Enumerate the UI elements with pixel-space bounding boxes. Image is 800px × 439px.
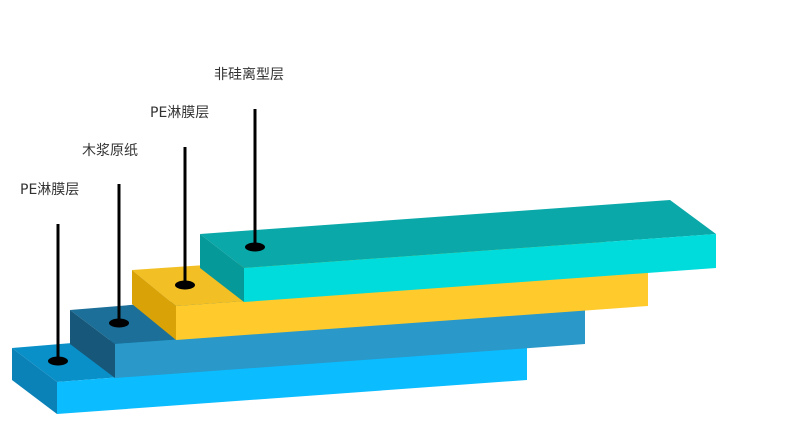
layer-4-left-face bbox=[200, 234, 244, 302]
pointer-layer-4 bbox=[245, 109, 265, 252]
layer-2-front-face bbox=[115, 310, 585, 378]
layer-1-front-face bbox=[57, 346, 527, 414]
layer-3-front-face bbox=[176, 272, 648, 340]
label-layer-3: PE淋膜层 bbox=[150, 105, 209, 121]
pointer-dot-3 bbox=[175, 280, 195, 290]
layer-non-silicone-release bbox=[200, 200, 716, 302]
layer-2-left-face bbox=[70, 310, 115, 378]
label-layer-1: PE淋膜层 bbox=[20, 182, 79, 198]
label-layer-4: 非硅离型层 bbox=[214, 66, 284, 83]
label-layer-2: 木浆原纸 bbox=[82, 143, 138, 159]
layer-4-top-face bbox=[200, 200, 716, 268]
layer-1-left-face bbox=[12, 348, 57, 414]
pointer-layer-2 bbox=[109, 184, 129, 328]
pointer-layer-1 bbox=[48, 224, 68, 366]
pointer-dot-4 bbox=[245, 242, 265, 252]
pointer-dot-1 bbox=[48, 356, 68, 366]
layer-4-front-face bbox=[244, 234, 716, 302]
pointer-dot-2 bbox=[109, 318, 129, 328]
layer-3-left-face bbox=[132, 270, 176, 340]
pointer-layer-3 bbox=[175, 147, 195, 290]
